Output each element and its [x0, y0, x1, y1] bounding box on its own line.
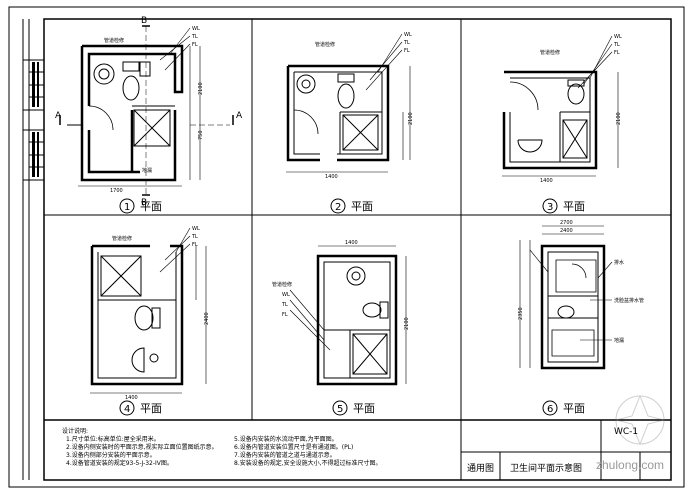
section-mark-a-right: A [236, 111, 243, 121]
plan-5-labels: WL TL FL 管道检修 1400 2100 [272, 240, 410, 330]
plan-6-caption: 6 平面 [542, 400, 585, 416]
plan-5-title: 平面 [353, 402, 375, 415]
plan-6-number: 6 [547, 404, 553, 415]
tag-wl: WL [192, 26, 200, 32]
tag-pipe-well: 管道检修 [540, 49, 560, 56]
plan-3-caption: 3 平面 [542, 198, 585, 214]
tag-wl: WL [614, 34, 622, 40]
plan-2-labels: WL TL FL 管道检修 1400 2100 [315, 32, 414, 180]
dim-width: 1400 [325, 174, 338, 180]
dim-height: 2350 [518, 307, 524, 320]
note-item: 3.设备内侧部分安装的平面示意。 [66, 452, 156, 459]
plan-1-caption: 1 平面 [119, 198, 162, 214]
tag-tl: TL [191, 234, 198, 240]
plan-5 [289, 245, 407, 386]
tag-pipe-well: 管道检修 [272, 281, 292, 288]
plan-3 [502, 35, 619, 177]
notes-heading: 设计说明: [62, 428, 89, 435]
plan-3-title: 平面 [563, 200, 585, 213]
dim-height: 2100 [616, 112, 622, 125]
plan-1 [59, 25, 234, 196]
tag-tl: TL [613, 42, 620, 48]
tag-fl: FL [192, 242, 198, 248]
tag-tl: TL [191, 34, 198, 40]
tag-pipe-well: 管道检修 [104, 37, 124, 44]
watermark-text: zhulong.com [596, 458, 665, 472]
plan-5-number: 5 [337, 404, 343, 415]
dim-width: 1400 [540, 178, 553, 184]
plan-2-number: 2 [335, 202, 341, 213]
plan-4 [90, 227, 207, 394]
note-item: 1.尺寸单位:标高单位:屋全采用米。 [66, 436, 160, 443]
plan-4-labels: WL TL FL 管道检修 1400 2400 [112, 226, 210, 401]
plan-3-labels: WL TL FL 管道检修 1400 2100 [540, 34, 622, 184]
dim-width-top: 2700 [560, 220, 573, 226]
plan-6-labels: 排水 洗脸盆排水管 地漏 2700 2400 2350 [518, 220, 644, 344]
tag-washbasin-drain: 洗脸盆排水管 [614, 297, 644, 304]
tag-tl: TL [403, 40, 410, 46]
tag-wl: WL [404, 32, 412, 38]
design-notes: 设计说明: 1.尺寸单位:标高单位:屋全采用米。 2.设备内侧安装时的平面示意,… [62, 428, 462, 467]
title-block-title: 卫生间平面示意图 [510, 464, 583, 474]
tag-fl: FL [192, 42, 198, 48]
tag-floor-drain: 地漏 [614, 337, 624, 344]
note-item: 2.设备内侧安装时的平面示意,视实际立面位置图纸示意。 [66, 444, 218, 451]
notes-right-column: 5.设备内安装的水流动平面,为平面图。 6.设备内管道安装位置尺寸是有通道图。(… [234, 436, 434, 468]
note-item: 8.安装设备的规定,安全设施大小,不得超过标准尺寸图。 [234, 460, 382, 467]
tag-pipe-well: 管道检修 [112, 235, 132, 242]
section-mark-b-top: B [141, 16, 147, 26]
plan-3-number: 3 [547, 202, 553, 213]
outer-border [8, 6, 685, 488]
note-item: 5.设备内安装的水流动平面,为平面图。 [234, 436, 338, 443]
note-item: 7.设备内安装的管道之道与通道示意。 [234, 452, 336, 459]
plan-4-number: 4 [124, 404, 130, 415]
dim-width: 1400 [125, 395, 138, 401]
dim-width-inner: 2400 [560, 228, 573, 234]
watermark-logo [615, 394, 665, 446]
tag-fl: FL [614, 50, 620, 56]
notes-left-column: 1.尺寸单位:标高单位:屋全采用米。 2.设备内侧安装时的平面示意,视实际立面位… [66, 436, 266, 468]
tag-drain-note: 排水 [614, 259, 624, 266]
dim-upper: 2100 [198, 82, 204, 95]
plan-4-caption: 4 平面 [119, 400, 162, 416]
tag-pipe-well: 管道检修 [315, 41, 335, 48]
plan-5-caption: 5 平面 [332, 400, 375, 416]
plan-6-title: 平面 [563, 402, 585, 415]
section-mark-b-bottom: B [141, 198, 147, 208]
plan-2 [286, 33, 411, 173]
inner-border [43, 18, 672, 481]
plan-1-labels: A A B B WL TL FL 管道检修 地漏 1700 2100 750 [55, 16, 243, 208]
plan-1-number: 1 [124, 202, 130, 213]
tag-floor-drain: 地漏 [142, 167, 152, 174]
dim-height: 2100 [404, 317, 410, 330]
note-item: 4.设备管道安装的规定93-5-J-32-IV图。 [66, 460, 173, 467]
dim-height: 2100 [408, 112, 414, 125]
title-block-sheet-no: WC-1 [614, 427, 639, 437]
tag-fl: FL [404, 48, 410, 54]
section-mark-a-left: A [55, 111, 62, 121]
plan-2-caption: 2 平面 [330, 198, 373, 214]
dim-width: 1400 [345, 240, 358, 246]
plan-2-title: 平面 [351, 200, 373, 213]
plan-6 [519, 225, 613, 370]
dim-height: 2400 [204, 312, 210, 325]
tag-fl: FL [282, 312, 288, 318]
plan-4-title: 平面 [140, 402, 162, 415]
dim-width: 1700 [110, 188, 123, 194]
tag-wl: WL [192, 226, 200, 232]
note-item: 6.设备内管道安装位置尺寸是有通道图。(PL) [234, 444, 354, 451]
tag-tl: TL [281, 302, 288, 308]
plan-1-title: 平面 [140, 200, 162, 213]
title-block-category: 通用图 [467, 464, 495, 474]
tag-wl: WL [282, 292, 290, 298]
dim-lower: 750 [198, 130, 204, 140]
margin-signature-block [22, 59, 45, 181]
